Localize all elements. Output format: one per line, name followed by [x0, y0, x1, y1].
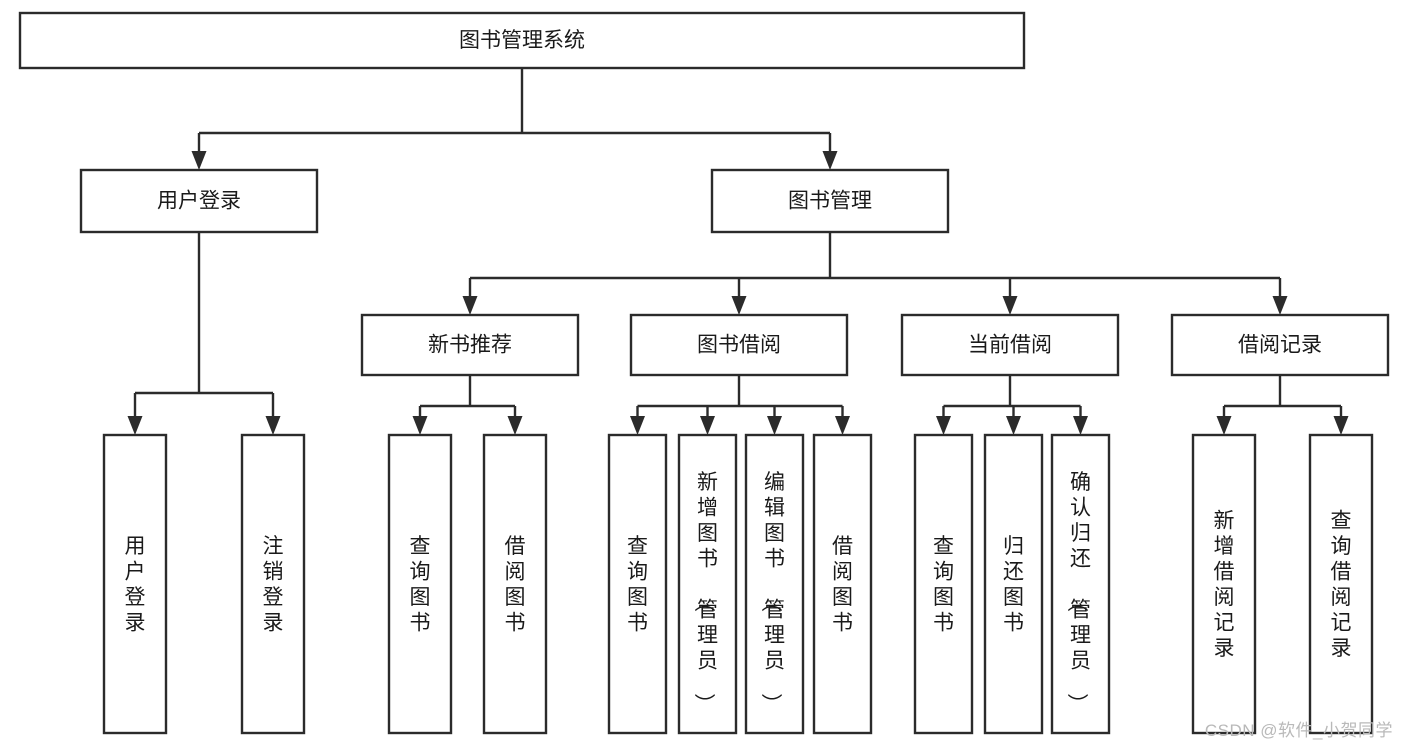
node-box [387, 433, 453, 735]
arrow-head-icon [462, 296, 478, 315]
node-box [1191, 433, 1257, 735]
node-box [360, 313, 580, 377]
node-label: 图书管理系统 [459, 29, 585, 52]
arrow-head-icon [767, 416, 782, 435]
node-label: 借阅记录 [1238, 334, 1322, 357]
node-box [482, 433, 548, 735]
node-borrow-query-book[interactable]: 查询图书 [607, 433, 668, 735]
arrow-head-icon [630, 416, 645, 435]
arrow-head-icon [1272, 296, 1288, 315]
arrow-head-icon [127, 416, 143, 435]
node-current-return-book[interactable]: 归还图书 [983, 433, 1044, 735]
node-user-login-do[interactable]: 用户登录 [102, 433, 168, 735]
node-box [607, 433, 668, 735]
node-label: 查询借阅记录 [1331, 509, 1352, 660]
node-label: 归还图书 [1003, 535, 1024, 635]
node-box [240, 433, 306, 735]
node-label: 借阅图书 [505, 535, 526, 635]
arrow-head-icon [507, 416, 523, 435]
node-borrow-edit-book[interactable]: 编辑图书（管理员） [744, 433, 805, 735]
node-box [1170, 313, 1390, 377]
connector-layer [127, 68, 1349, 435]
node-user-logout[interactable]: 注销登录 [240, 433, 306, 735]
node-label: 当前借阅 [968, 334, 1052, 357]
node-borrow-borrow-book[interactable]: 借阅图书 [812, 433, 873, 735]
node-box [710, 168, 950, 234]
node-label: 查询图书 [410, 535, 431, 635]
node-borrow-record[interactable]: 借阅记录 [1170, 313, 1390, 377]
node-box [18, 11, 1026, 70]
node-recommend-borrow-book[interactable]: 借阅图书 [482, 433, 548, 735]
arrow-head-icon [822, 151, 838, 170]
node-box [1050, 433, 1111, 735]
node-label: 编辑图书（管理员） [759, 471, 785, 714]
node-recommend-query-book[interactable]: 查询图书 [387, 433, 453, 735]
node-label: 新增借阅记录 [1214, 509, 1235, 660]
node-label: 注销登录 [263, 535, 284, 635]
node-user-login[interactable]: 用户登录 [79, 168, 319, 234]
node-label: 新增图书（管理员） [692, 471, 718, 714]
arrow-head-icon [1006, 416, 1021, 435]
node-label: 借阅图书 [832, 535, 853, 635]
arrow-head-icon [835, 416, 850, 435]
node-layer: 图书管理系统用户登录用户登录注销登录图书管理新书推荐查询图书借阅图书图书借阅查询… [18, 11, 1390, 735]
arrow-head-icon [731, 296, 747, 315]
node-box [913, 433, 974, 735]
node-current-confirm-return[interactable]: 确认归还（管理员） [1050, 433, 1111, 735]
node-box [744, 433, 805, 735]
node-book-management[interactable]: 图书管理 [710, 168, 950, 234]
node-box [79, 168, 319, 234]
arrow-head-icon [265, 416, 281, 435]
node-box [629, 313, 849, 377]
node-label: 用户登录 [125, 535, 146, 635]
watermark-label: CSDN @软件_小贺同学 [1204, 721, 1393, 740]
node-box [983, 433, 1044, 735]
node-label: 查询图书 [627, 535, 648, 635]
arrow-head-icon [1216, 416, 1232, 435]
node-box [1308, 433, 1374, 735]
node-new-book-recommend[interactable]: 新书推荐 [360, 313, 580, 377]
node-label: 查询图书 [933, 535, 954, 635]
node-label: 确认归还（管理员） [1065, 471, 1091, 714]
node-label: 用户登录 [157, 190, 241, 213]
node-box [102, 433, 168, 735]
node-borrow-add-book[interactable]: 新增图书（管理员） [677, 433, 738, 735]
node-current-borrow[interactable]: 当前借阅 [900, 313, 1120, 377]
node-record-query[interactable]: 查询借阅记录 [1308, 433, 1374, 735]
node-label: 图书借阅 [697, 334, 781, 357]
arrow-head-icon [1073, 416, 1088, 435]
node-box [812, 433, 873, 735]
arrow-head-icon [1333, 416, 1349, 435]
node-label: 新书推荐 [428, 334, 512, 357]
node-record-add[interactable]: 新增借阅记录 [1191, 433, 1257, 735]
arrow-head-icon [412, 416, 428, 435]
arrow-head-icon [1002, 296, 1018, 315]
node-box [900, 313, 1120, 377]
arrow-head-icon [936, 416, 951, 435]
node-root[interactable]: 图书管理系统 [18, 11, 1026, 70]
arrow-head-icon [191, 151, 207, 170]
arrow-head-icon [700, 416, 715, 435]
node-label: 图书管理 [788, 190, 872, 213]
node-book-borrow[interactable]: 图书借阅 [629, 313, 849, 377]
node-box [677, 433, 738, 735]
node-current-query-book[interactable]: 查询图书 [913, 433, 974, 735]
